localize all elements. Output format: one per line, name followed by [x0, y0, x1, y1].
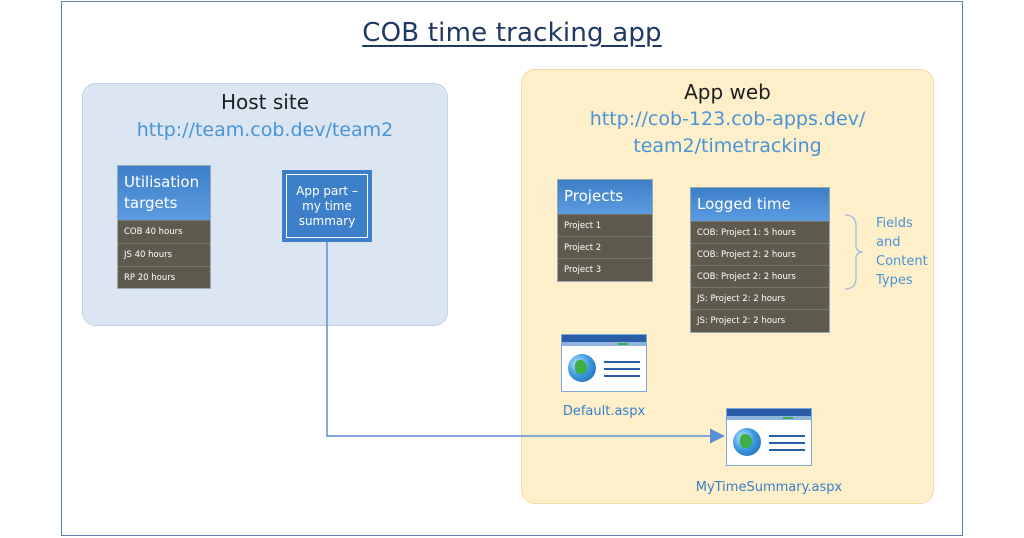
- app-web-url-line2: team2/timetracking: [633, 135, 822, 157]
- diagram-title: COB time tracking app: [362, 18, 662, 48]
- host-site-url: http://team.cob.dev/team2: [136, 119, 394, 141]
- list-item: JS: Project 2: 2 hours: [691, 309, 829, 331]
- host-site-title: Host site: [220, 90, 310, 114]
- projects-header: Projects: [558, 180, 652, 214]
- projects-list: Projects Project 1 Project 2 Project 3: [557, 179, 653, 282]
- list-item: RP 20 hours: [118, 266, 210, 288]
- list-item: COB: Project 1: 5 hours: [691, 221, 829, 243]
- list-item: Project 3: [558, 258, 652, 280]
- app-web-title: App web: [684, 80, 771, 104]
- app-part-to-page-arrow: [326, 242, 725, 444]
- utilisation-targets-header: Utilisation targets: [118, 166, 210, 220]
- fields-content-types-note: Fields and Content Types: [876, 216, 928, 288]
- logged-time-header: Logged time: [691, 188, 829, 221]
- list-item: COB 40 hours: [118, 220, 210, 243]
- list-item: JS: Project 2: 2 hours: [691, 287, 829, 309]
- app-web-url-line1: http://cob-123.cob-apps.dev/: [589, 108, 866, 130]
- fields-brace: [844, 214, 864, 290]
- list-item: Project 1: [558, 214, 652, 236]
- app-part-box: App part – my time summary: [282, 170, 372, 242]
- list-item: Project 2: [558, 236, 652, 258]
- list-item: COB: Project 2: 2 hours: [691, 265, 829, 287]
- list-item: COB: Project 2: 2 hours: [691, 243, 829, 265]
- list-item: JS 40 hours: [118, 243, 210, 266]
- app-part-label: App part – my time summary: [286, 174, 368, 238]
- logged-time-list: Logged time COB: Project 1: 5 hours COB:…: [690, 187, 830, 333]
- web-page-icon: [726, 408, 812, 466]
- default-page-label: Default.aspx: [562, 404, 646, 419]
- web-page-icon: [561, 334, 647, 392]
- my-time-summary-page-label: MyTimeSummary.aspx: [695, 480, 843, 495]
- utilisation-targets-list: Utilisation targets COB 40 hours JS 40 h…: [117, 165, 211, 289]
